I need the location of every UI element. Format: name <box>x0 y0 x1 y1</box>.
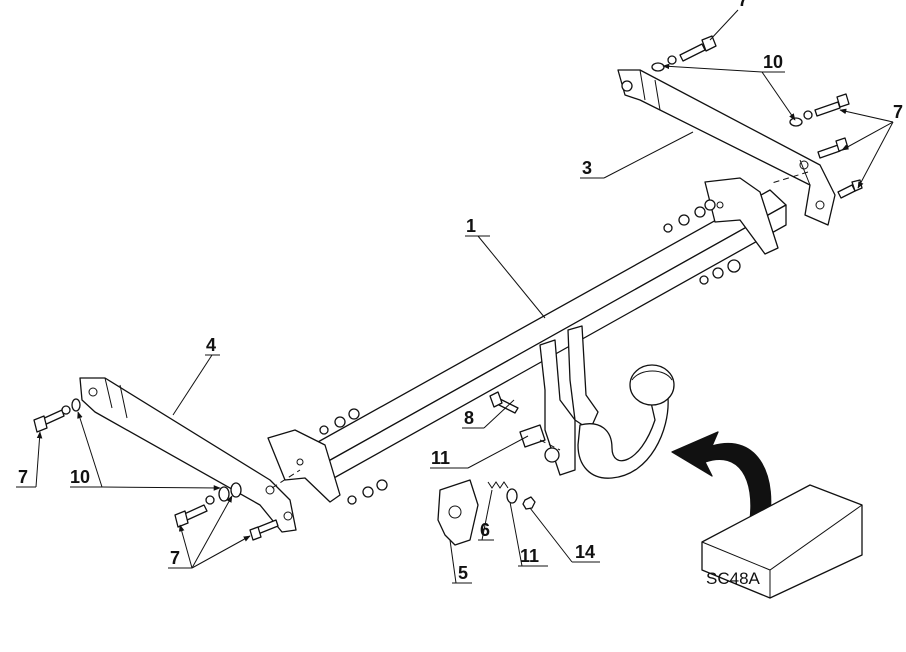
right-mounting-bracket <box>617 69 836 226</box>
left-mounting-bracket <box>79 377 301 533</box>
socket-plate-parts <box>437 479 536 546</box>
label-bolt-bottom: 7 <box>170 548 180 568</box>
label-nut: 14 <box>575 542 595 562</box>
label-washer-left: 10 <box>70 467 90 487</box>
label-left-bracket: 4 <box>206 335 216 355</box>
label-bolt-bracket: 8 <box>464 408 474 428</box>
product-code: SC48A <box>706 569 761 588</box>
label-bolt-right: 7 <box>893 102 903 122</box>
label-washer-small-mid: 11 <box>431 448 450 468</box>
product-box: SC48A <box>701 484 863 599</box>
label-frame: 1 <box>466 216 476 236</box>
label-socket-plate: 5 <box>458 563 468 583</box>
leader-lines <box>16 9 894 584</box>
label-spring: 6 <box>480 520 490 540</box>
part-labels: 1 3 4 7 10 7 7 10 7 8 11 5 6 11 14 <box>18 0 903 583</box>
label-washer-small-bottom: 11 <box>520 546 539 566</box>
label-right-bracket: 3 <box>582 158 592 178</box>
label-washer-top: 10 <box>763 52 783 72</box>
curved-arrow-icon <box>671 431 772 526</box>
label-bolt-left: 7 <box>18 467 28 487</box>
fasteners <box>33 35 863 541</box>
label-bolt-top: 7 <box>738 0 748 10</box>
towball-assembly <box>519 325 675 479</box>
